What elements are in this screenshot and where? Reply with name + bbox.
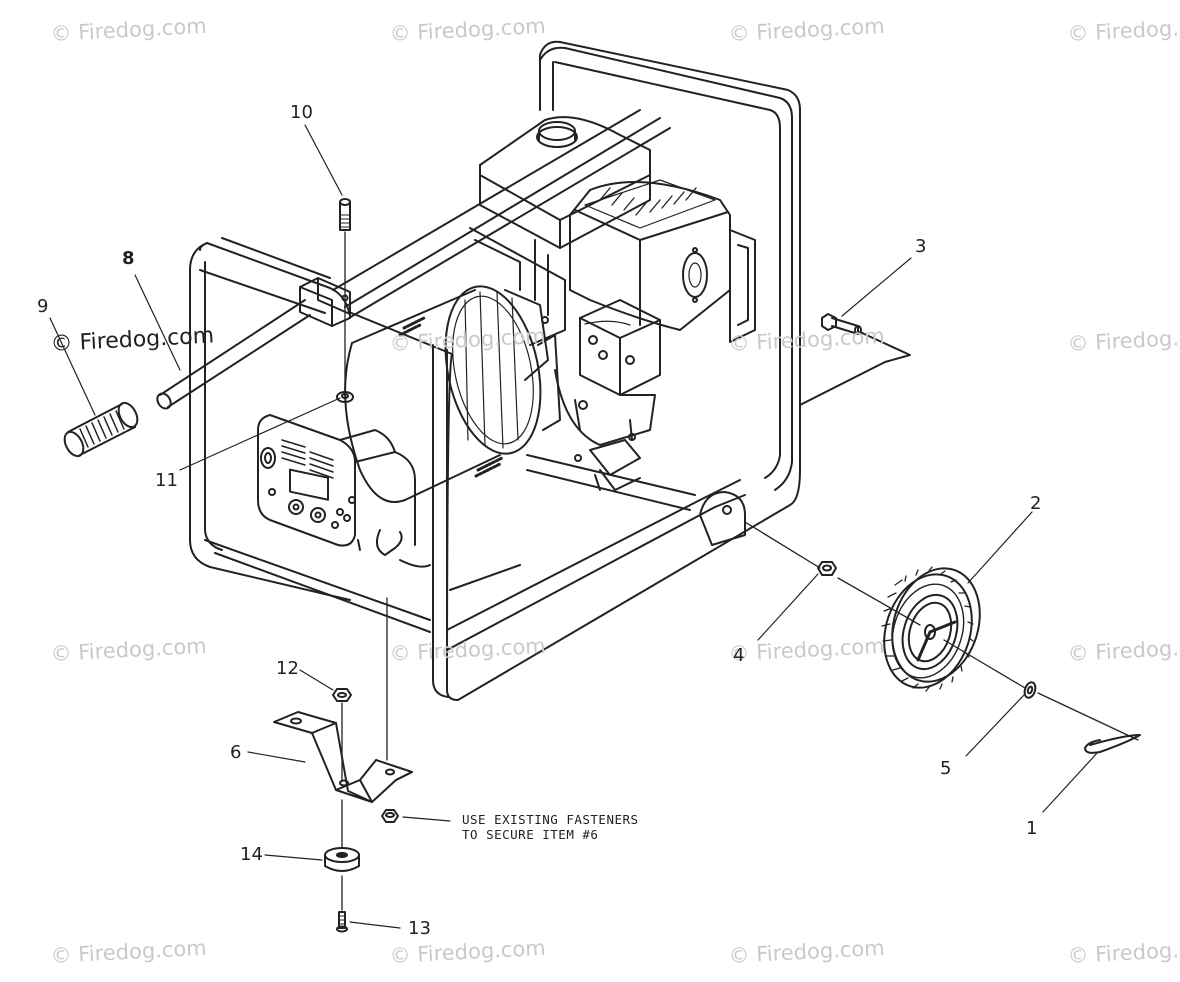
control-panel [257, 414, 431, 568]
fastener-note-line-1: USE EXISTING FASTENERS [462, 812, 639, 827]
nut-12 [332, 688, 352, 781]
bracket [273, 711, 413, 803]
callout-6: 6 [230, 742, 242, 763]
callout-14: 14 [240, 844, 263, 865]
bolt-10 [339, 198, 351, 396]
hairpin-clip-1 [1084, 734, 1141, 754]
callout-10: 10 [290, 102, 313, 123]
wheel-2 [881, 566, 981, 692]
callout-4: 4 [733, 645, 745, 666]
nut-4 [817, 561, 837, 576]
existing-fastener-nut [381, 809, 399, 823]
screw-13 [336, 911, 348, 933]
washer-5 [1023, 681, 1037, 699]
axle-guide-line [744, 521, 821, 569]
callout-11: 11 [155, 470, 178, 491]
frame [189, 40, 801, 701]
callout-3: 3 [915, 236, 927, 257]
vibration-mount-14 [324, 799, 360, 911]
callout-12: 12 [276, 658, 299, 679]
callout-9: 9 [37, 296, 49, 317]
leader-lines [49, 124, 1099, 929]
callout-2: 2 [1030, 493, 1042, 514]
alternator [344, 285, 561, 503]
callout-1: 1 [1026, 818, 1038, 839]
callout-13: 13 [408, 918, 431, 939]
callout-8: 8 [122, 248, 135, 269]
fastener-note: USE EXISTING FASTENERS TO SECURE ITEM #6 [462, 812, 639, 842]
axle-bolt-3 [799, 313, 911, 406]
handle-grip [63, 401, 139, 458]
fastener-note-line-2: TO SECURE ITEM #6 [462, 827, 599, 842]
callout-5: 5 [940, 758, 952, 779]
engine [469, 116, 756, 491]
handle-tube [156, 299, 311, 410]
